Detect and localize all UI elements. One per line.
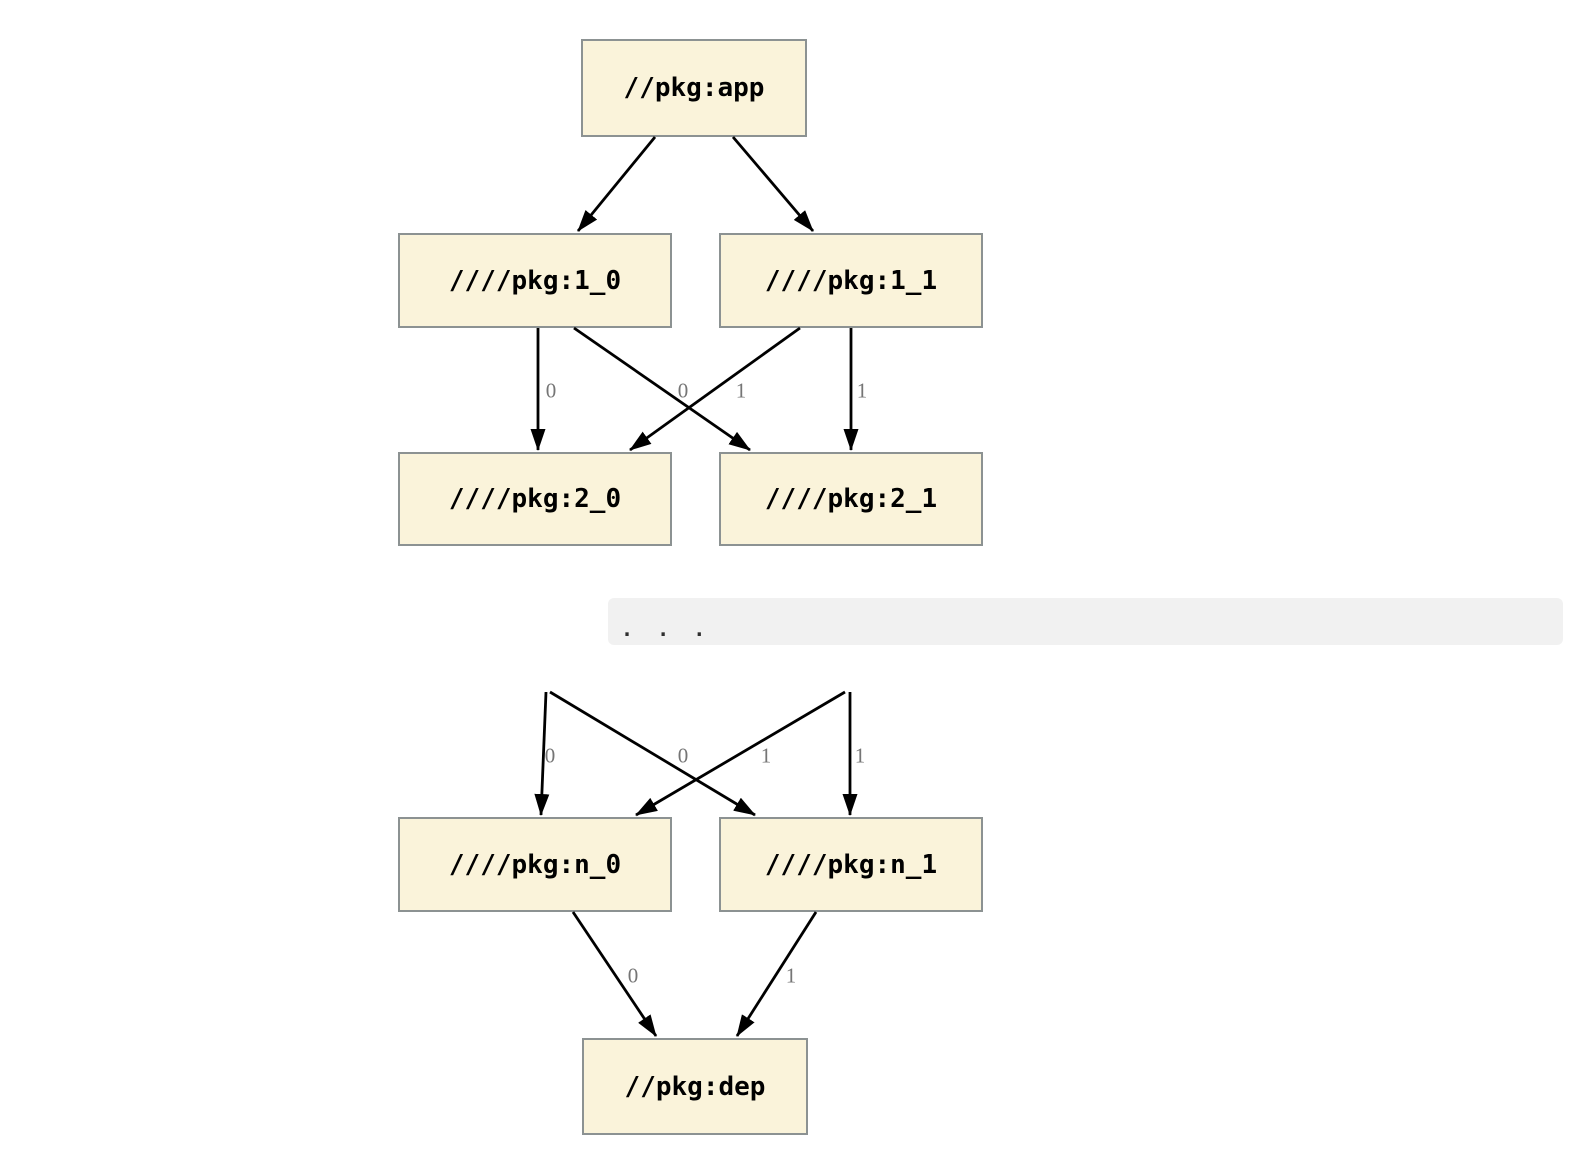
edge-hidden1-to-n-0 <box>635 690 846 817</box>
edge-n-0-to-dep <box>571 911 658 1037</box>
node-pkg-2-0: ////pkg:2_0 <box>398 452 672 546</box>
edge-hidden0-to-n-1 <box>549 690 756 817</box>
elided-levels-ellipsis: . . . <box>621 617 706 641</box>
elided-levels-band: . . . <box>608 598 1563 645</box>
edge-label-hidden0-to-n-1: 0 <box>677 743 689 768</box>
edge-label-1-1-to-2-0: 1 <box>735 378 747 403</box>
edge-n-1-to-dep <box>735 911 818 1037</box>
edge-app-to-1-0 <box>576 136 657 232</box>
edge-label-hidden0-to-n-0: 0 <box>544 743 556 768</box>
edge-label-n-0-to-dep: 0 <box>627 963 639 988</box>
node-pkg-app: //pkg:app <box>581 39 807 137</box>
node-pkg-n-0: ////pkg:n_0 <box>398 817 672 912</box>
node-pkg-1-1-label: ////pkg:1_1 <box>764 265 938 296</box>
node-pkg-n-1: ////pkg:n_1 <box>719 817 983 912</box>
node-pkg-n-1-label: ////pkg:n_1 <box>764 849 938 880</box>
node-pkg-1-1: ////pkg:1_1 <box>719 233 983 328</box>
node-pkg-1-0: ////pkg:1_0 <box>398 233 672 328</box>
edge-1-0-to-2-1 <box>573 326 751 452</box>
edge-label-1-0-to-2-0: 0 <box>545 378 557 403</box>
node-pkg-2-1: ////pkg:2_1 <box>719 452 983 546</box>
node-pkg-n-0-label: ////pkg:n_0 <box>448 849 622 880</box>
edge-label-hidden1-to-n-0: 1 <box>760 743 772 768</box>
edge-label-1-0-to-2-1: 0 <box>677 378 689 403</box>
node-pkg-dep-label: //pkg:dep <box>624 1071 766 1102</box>
edge-1-1-to-2-0 <box>629 326 801 452</box>
node-pkg-2-0-label: ////pkg:2_0 <box>448 484 622 514</box>
node-pkg-app-label: //pkg:app <box>623 73 765 103</box>
edge-label-hidden1-to-n-1: 1 <box>854 743 866 768</box>
node-pkg-2-1-label: ////pkg:2_1 <box>764 484 938 514</box>
edge-label-n-1-to-dep: 1 <box>785 963 797 988</box>
node-pkg-1-0-label: ////pkg:1_0 <box>448 265 622 296</box>
node-pkg-dep: //pkg:dep <box>582 1038 808 1135</box>
edge-label-1-1-to-2-1: 1 <box>856 378 868 403</box>
edge-app-to-1-1 <box>731 136 815 232</box>
